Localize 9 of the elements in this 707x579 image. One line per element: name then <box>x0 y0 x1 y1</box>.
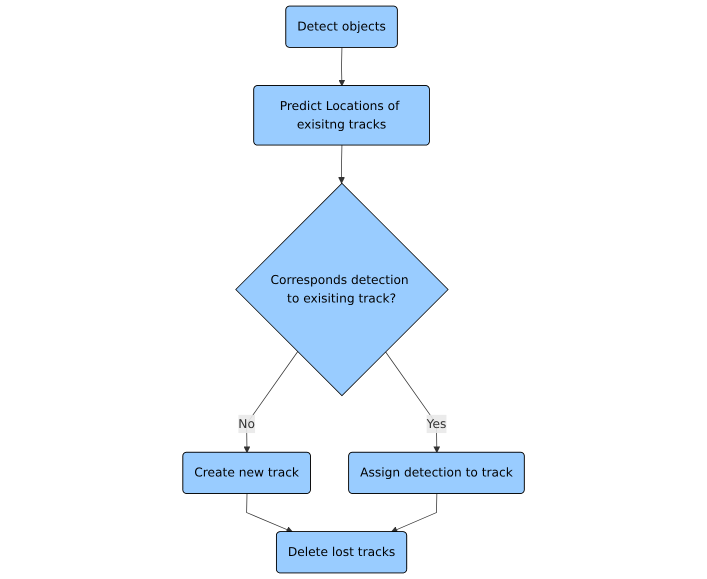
edge-label: Yes <box>426 416 446 431</box>
edge-label: No <box>238 416 255 431</box>
arrow <box>385 351 440 453</box>
arrow <box>244 351 298 453</box>
node-diamond: Corresponds detection to exisiting track? <box>235 182 449 396</box>
arrow <box>338 47 346 86</box>
arrow <box>390 493 438 533</box>
arrow <box>246 493 293 533</box>
arrow <box>338 145 345 184</box>
